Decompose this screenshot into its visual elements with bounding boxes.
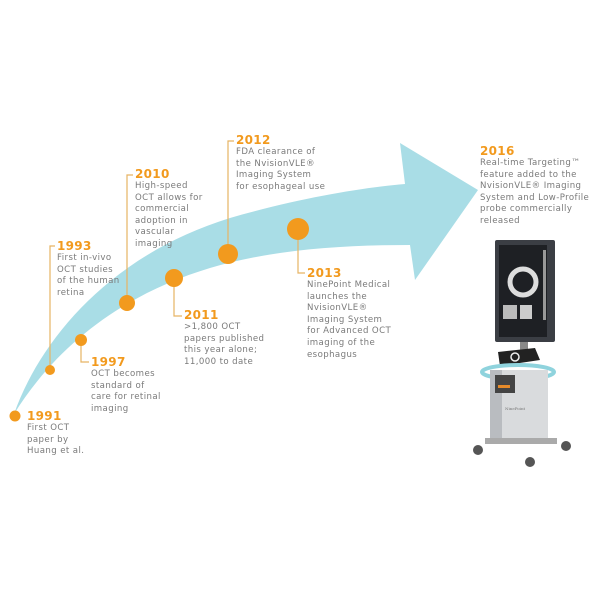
event-text: esophagus (307, 349, 358, 360)
event-text: launches the (307, 291, 368, 302)
leader-line-2010 (126, 174, 133, 303)
leader-line-1993 (49, 245, 55, 368)
event-text: Imaging System (307, 314, 383, 325)
event-text: commercial (135, 204, 190, 215)
event-text: 11,000 to date (184, 356, 254, 367)
milestone-dot-1991 (9, 410, 21, 422)
leader-line-1997 (80, 339, 89, 363)
event-text: imaging (91, 403, 129, 414)
event-text: the NvisionVLE® (236, 158, 315, 169)
event-text: System and Low-Profile (480, 192, 590, 203)
event-year: 2012 (236, 133, 271, 147)
milestone-dot-1993 (45, 365, 55, 375)
event-text: paper by (27, 434, 69, 445)
event-text: this year alone; (184, 345, 258, 356)
milestone-dot-2012 (218, 244, 238, 264)
event-text: NvisionVLE® (307, 303, 368, 314)
leader-lines (49, 140, 305, 368)
event-text: papers published (184, 333, 265, 344)
event-text: NinePoint Medical (307, 280, 391, 290)
event-text: First OCT (27, 423, 70, 433)
event-year: 1997 (91, 355, 126, 369)
event-text: OCT studies (57, 264, 114, 275)
event-text: >1,800 OCT (184, 322, 241, 332)
event-text: probe commercially (480, 204, 573, 215)
event-text: for Advanced OCT (307, 326, 392, 337)
leader-line-2013 (297, 229, 305, 274)
event-year: 2010 (135, 167, 170, 181)
event-text: released (480, 215, 520, 226)
event-text: Real-time Targeting™ (480, 158, 581, 168)
nvisionvle-device-image: NinePoint (473, 240, 571, 467)
leader-line-2011 (173, 278, 182, 317)
event-text: feature added to the (480, 169, 577, 180)
event-text: retina (57, 287, 85, 298)
svg-text:NinePoint: NinePoint (505, 406, 526, 411)
milestone-dot-2011 (165, 269, 183, 287)
event-text: of the human (57, 276, 120, 287)
event-text: imaging of the (307, 337, 376, 348)
leader-line-2012 (227, 140, 234, 254)
event-text: vascular (135, 227, 175, 238)
event-text: Huang et al. (27, 446, 85, 457)
event-text: First in-vivo (57, 253, 112, 263)
event-text: imaging (135, 238, 173, 249)
event-text: adoption in (135, 215, 188, 226)
event-year: 1991 (27, 409, 62, 423)
event-text: Imaging System (236, 170, 312, 181)
event-text: for esophageal use (236, 181, 326, 192)
timeline-arrow (14, 143, 478, 414)
milestone-dot-2010 (119, 295, 135, 311)
event-year: 2016 (480, 144, 515, 158)
milestone-dot-2013 (287, 218, 309, 240)
milestone-dot-1997 (75, 334, 87, 346)
event-text: OCT allows for (135, 192, 203, 203)
event-text: standard of (91, 380, 145, 391)
event-year: 2011 (184, 308, 219, 322)
event-text: OCT becomes (91, 369, 156, 379)
event-text: care for retinal (91, 392, 161, 403)
event-year: 1993 (57, 239, 92, 253)
event-year: 2013 (307, 266, 342, 280)
event-text: High-speed (135, 181, 188, 191)
event-text: NvisionVLE® Imaging (480, 181, 582, 192)
event-text: FDA clearance of (236, 147, 316, 157)
